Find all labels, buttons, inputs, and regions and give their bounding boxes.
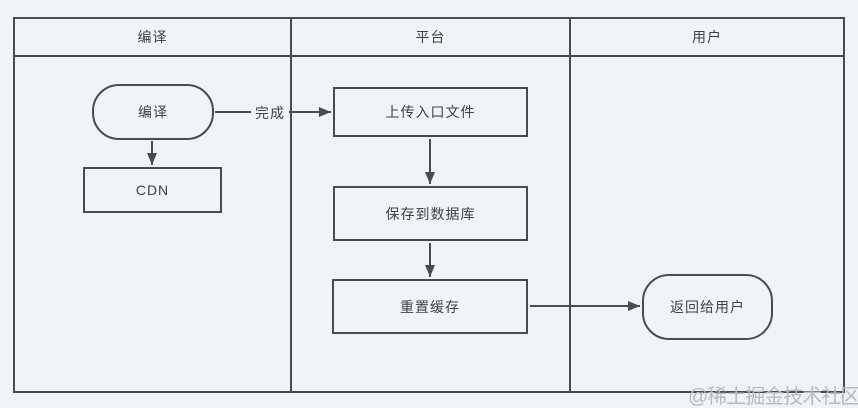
node-label: 编译 xyxy=(138,104,168,120)
lane-header-label: 用户 xyxy=(692,29,722,45)
node-label: 保存到数据库 xyxy=(385,205,476,222)
node-save-to-database: 保存到数据库 xyxy=(333,186,528,241)
node-label: 返回给用户 xyxy=(670,299,745,315)
watermark: @稀土掘金技术社区 xyxy=(688,386,858,408)
node-compile: 编译 xyxy=(92,84,214,140)
lane-header-label: 编译 xyxy=(137,29,168,45)
node-cdn: CDN xyxy=(83,167,222,213)
lane-header-user: 用户 xyxy=(571,19,843,55)
lane-header-platform: 平台 xyxy=(292,19,569,55)
swimlane-table: 编译 平台 用户 xyxy=(13,17,845,393)
edge-label-done: 完成 xyxy=(251,103,289,123)
header-divider-line xyxy=(15,55,843,57)
lane-divider-2 xyxy=(569,19,571,391)
node-reset-cache: 重置缓存 xyxy=(332,279,528,334)
lane-header-compile: 编译 xyxy=(15,19,290,55)
node-label: 上传入口文件 xyxy=(385,104,476,120)
node-label: 重置缓存 xyxy=(400,298,460,315)
lane-divider-1 xyxy=(290,19,292,391)
lane-header-label: 平台 xyxy=(415,29,446,45)
node-label: CDN xyxy=(135,182,170,198)
node-return-to-user: 返回给用户 xyxy=(642,274,773,340)
node-upload-entry-file: 上传入口文件 xyxy=(333,87,528,137)
